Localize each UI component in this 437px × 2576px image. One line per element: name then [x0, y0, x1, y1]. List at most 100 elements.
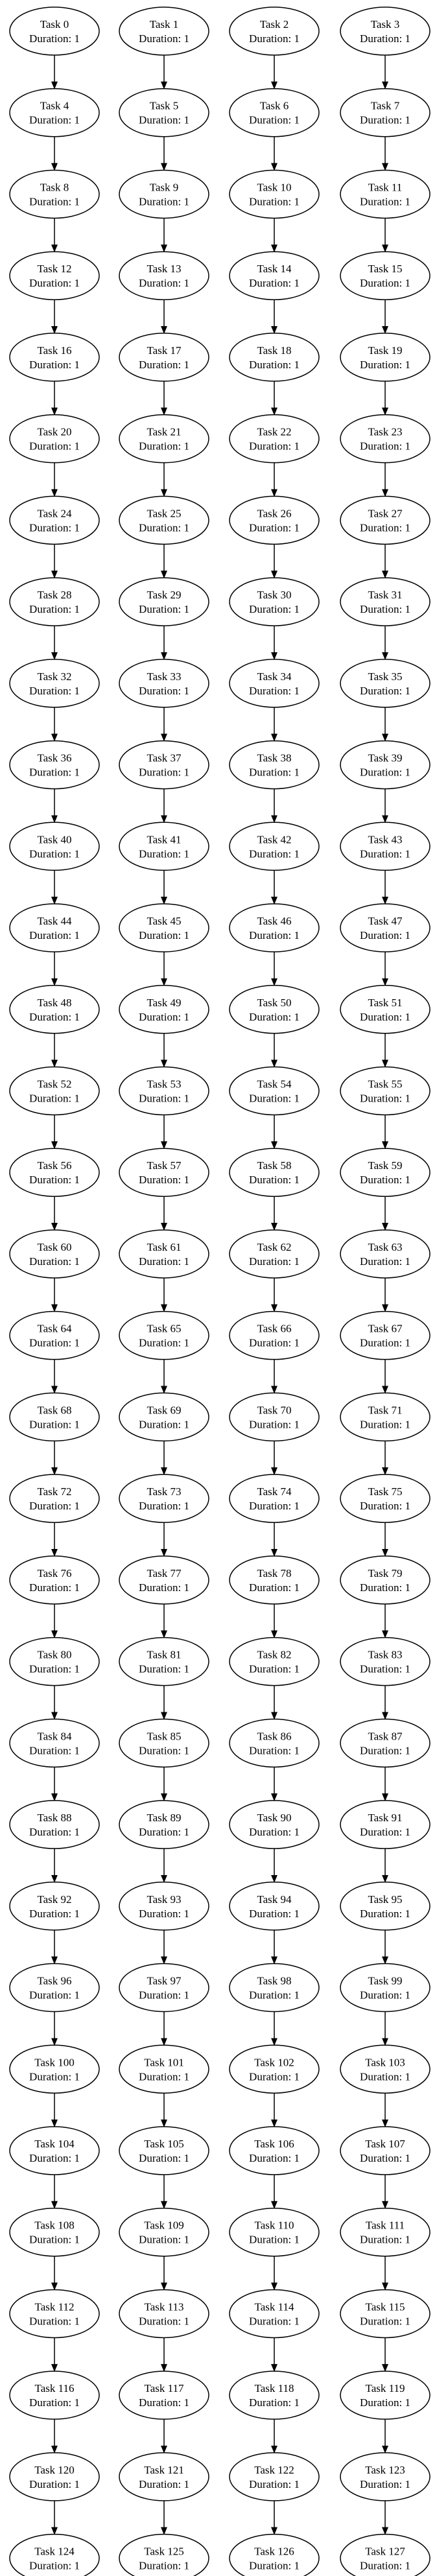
- task-node-ellipse: [119, 495, 209, 545]
- task-label: Task 43: [368, 833, 402, 845]
- task-node-ellipse: [119, 1392, 209, 1442]
- task-label: Task 77: [147, 1567, 182, 1579]
- task-node-ellipse: [119, 169, 209, 219]
- task-label: Task 90: [257, 1812, 291, 1824]
- task-node-ellipse: [119, 1148, 209, 1197]
- task-label: Task 60: [37, 1241, 71, 1253]
- task-node-ellipse: [9, 1963, 100, 2013]
- task-duration: Duration: 1: [360, 359, 410, 371]
- task-node-ellipse: [119, 1229, 209, 1279]
- task-duration: Duration: 1: [139, 114, 189, 126]
- task-node-ellipse: [119, 2044, 209, 2094]
- task-node-ellipse: [340, 1148, 431, 1197]
- task-label: Task 15: [368, 263, 402, 275]
- task-node-ellipse: [229, 1800, 320, 1849]
- task-duration: Duration: 1: [29, 277, 80, 289]
- task-duration: Duration: 1: [360, 2070, 410, 2083]
- task-label: Task 59: [368, 1159, 402, 1172]
- task-label: Task 102: [254, 2056, 294, 2068]
- task-node-ellipse: [340, 2289, 431, 2339]
- task-duration: Duration: 1: [29, 1581, 80, 1594]
- task-node-ellipse: [229, 2289, 320, 2339]
- task-duration: Duration: 1: [139, 685, 189, 697]
- task-node-ellipse: [229, 88, 320, 137]
- task-node-ellipse: [340, 251, 431, 300]
- task-duration: Duration: 1: [139, 766, 189, 779]
- task-node-ellipse: [9, 88, 100, 137]
- task-label: Task 29: [147, 589, 181, 601]
- task-label: Task 38: [257, 752, 291, 764]
- task-node-ellipse: [9, 985, 100, 1034]
- task-duration: Duration: 1: [360, 1500, 410, 1512]
- task-node-ellipse: [9, 1474, 100, 1523]
- task-node-ellipse: [9, 2370, 100, 2420]
- task-label: Task 112: [35, 2300, 75, 2313]
- task-label: Task 3: [371, 18, 400, 30]
- task-label: Task 27: [368, 507, 403, 519]
- task-label: Task 46: [257, 915, 291, 927]
- task-duration: Duration: 1: [139, 359, 189, 371]
- task-node-ellipse: [340, 1474, 431, 1523]
- task-node-ellipse: [229, 169, 320, 219]
- task-label: Task 116: [35, 2382, 75, 2394]
- task-label: Task 70: [257, 1404, 291, 1416]
- task-duration: Duration: 1: [249, 2478, 300, 2490]
- task-label: Task 11: [368, 181, 402, 193]
- task-duration: Duration: 1: [139, 1011, 189, 1023]
- task-node-ellipse: [119, 2126, 209, 2175]
- task-node-ellipse: [9, 2533, 100, 2576]
- task-label: Task 63: [368, 1241, 402, 1253]
- task-duration: Duration: 1: [29, 1908, 80, 1920]
- task-node-ellipse: [9, 495, 100, 545]
- task-duration: Duration: 1: [360, 521, 410, 534]
- task-node-ellipse: [9, 903, 100, 952]
- task-label: Task 56: [37, 1159, 71, 1172]
- task-node-ellipse: [229, 821, 320, 871]
- task-duration: Duration: 1: [29, 685, 80, 697]
- task-label: Task 22: [257, 426, 291, 438]
- task-duration: Duration: 1: [139, 1826, 189, 1838]
- task-duration: Duration: 1: [249, 1092, 300, 1104]
- task-label: Task 95: [368, 1893, 402, 1906]
- task-node-ellipse: [340, 903, 431, 952]
- task-duration: Duration: 1: [29, 1092, 80, 1104]
- task-node-ellipse: [229, 6, 320, 56]
- task-node-ellipse: [340, 2207, 431, 2257]
- task-label: Task 94: [257, 1893, 292, 1906]
- task-label: Task 19: [368, 344, 402, 357]
- task-node-ellipse: [229, 1963, 320, 2013]
- task-label: Task 78: [257, 1567, 291, 1579]
- task-node-ellipse: [9, 414, 100, 464]
- task-duration: Duration: 1: [249, 1744, 300, 1756]
- task-duration: Duration: 1: [249, 847, 300, 860]
- task-duration: Duration: 1: [360, 2234, 410, 2246]
- task-node-ellipse: [340, 985, 431, 1034]
- task-duration: Duration: 1: [29, 1418, 80, 1430]
- task-node-ellipse: [9, 1229, 100, 1279]
- task-node-ellipse: [9, 2452, 100, 2501]
- task-node-ellipse: [340, 659, 431, 708]
